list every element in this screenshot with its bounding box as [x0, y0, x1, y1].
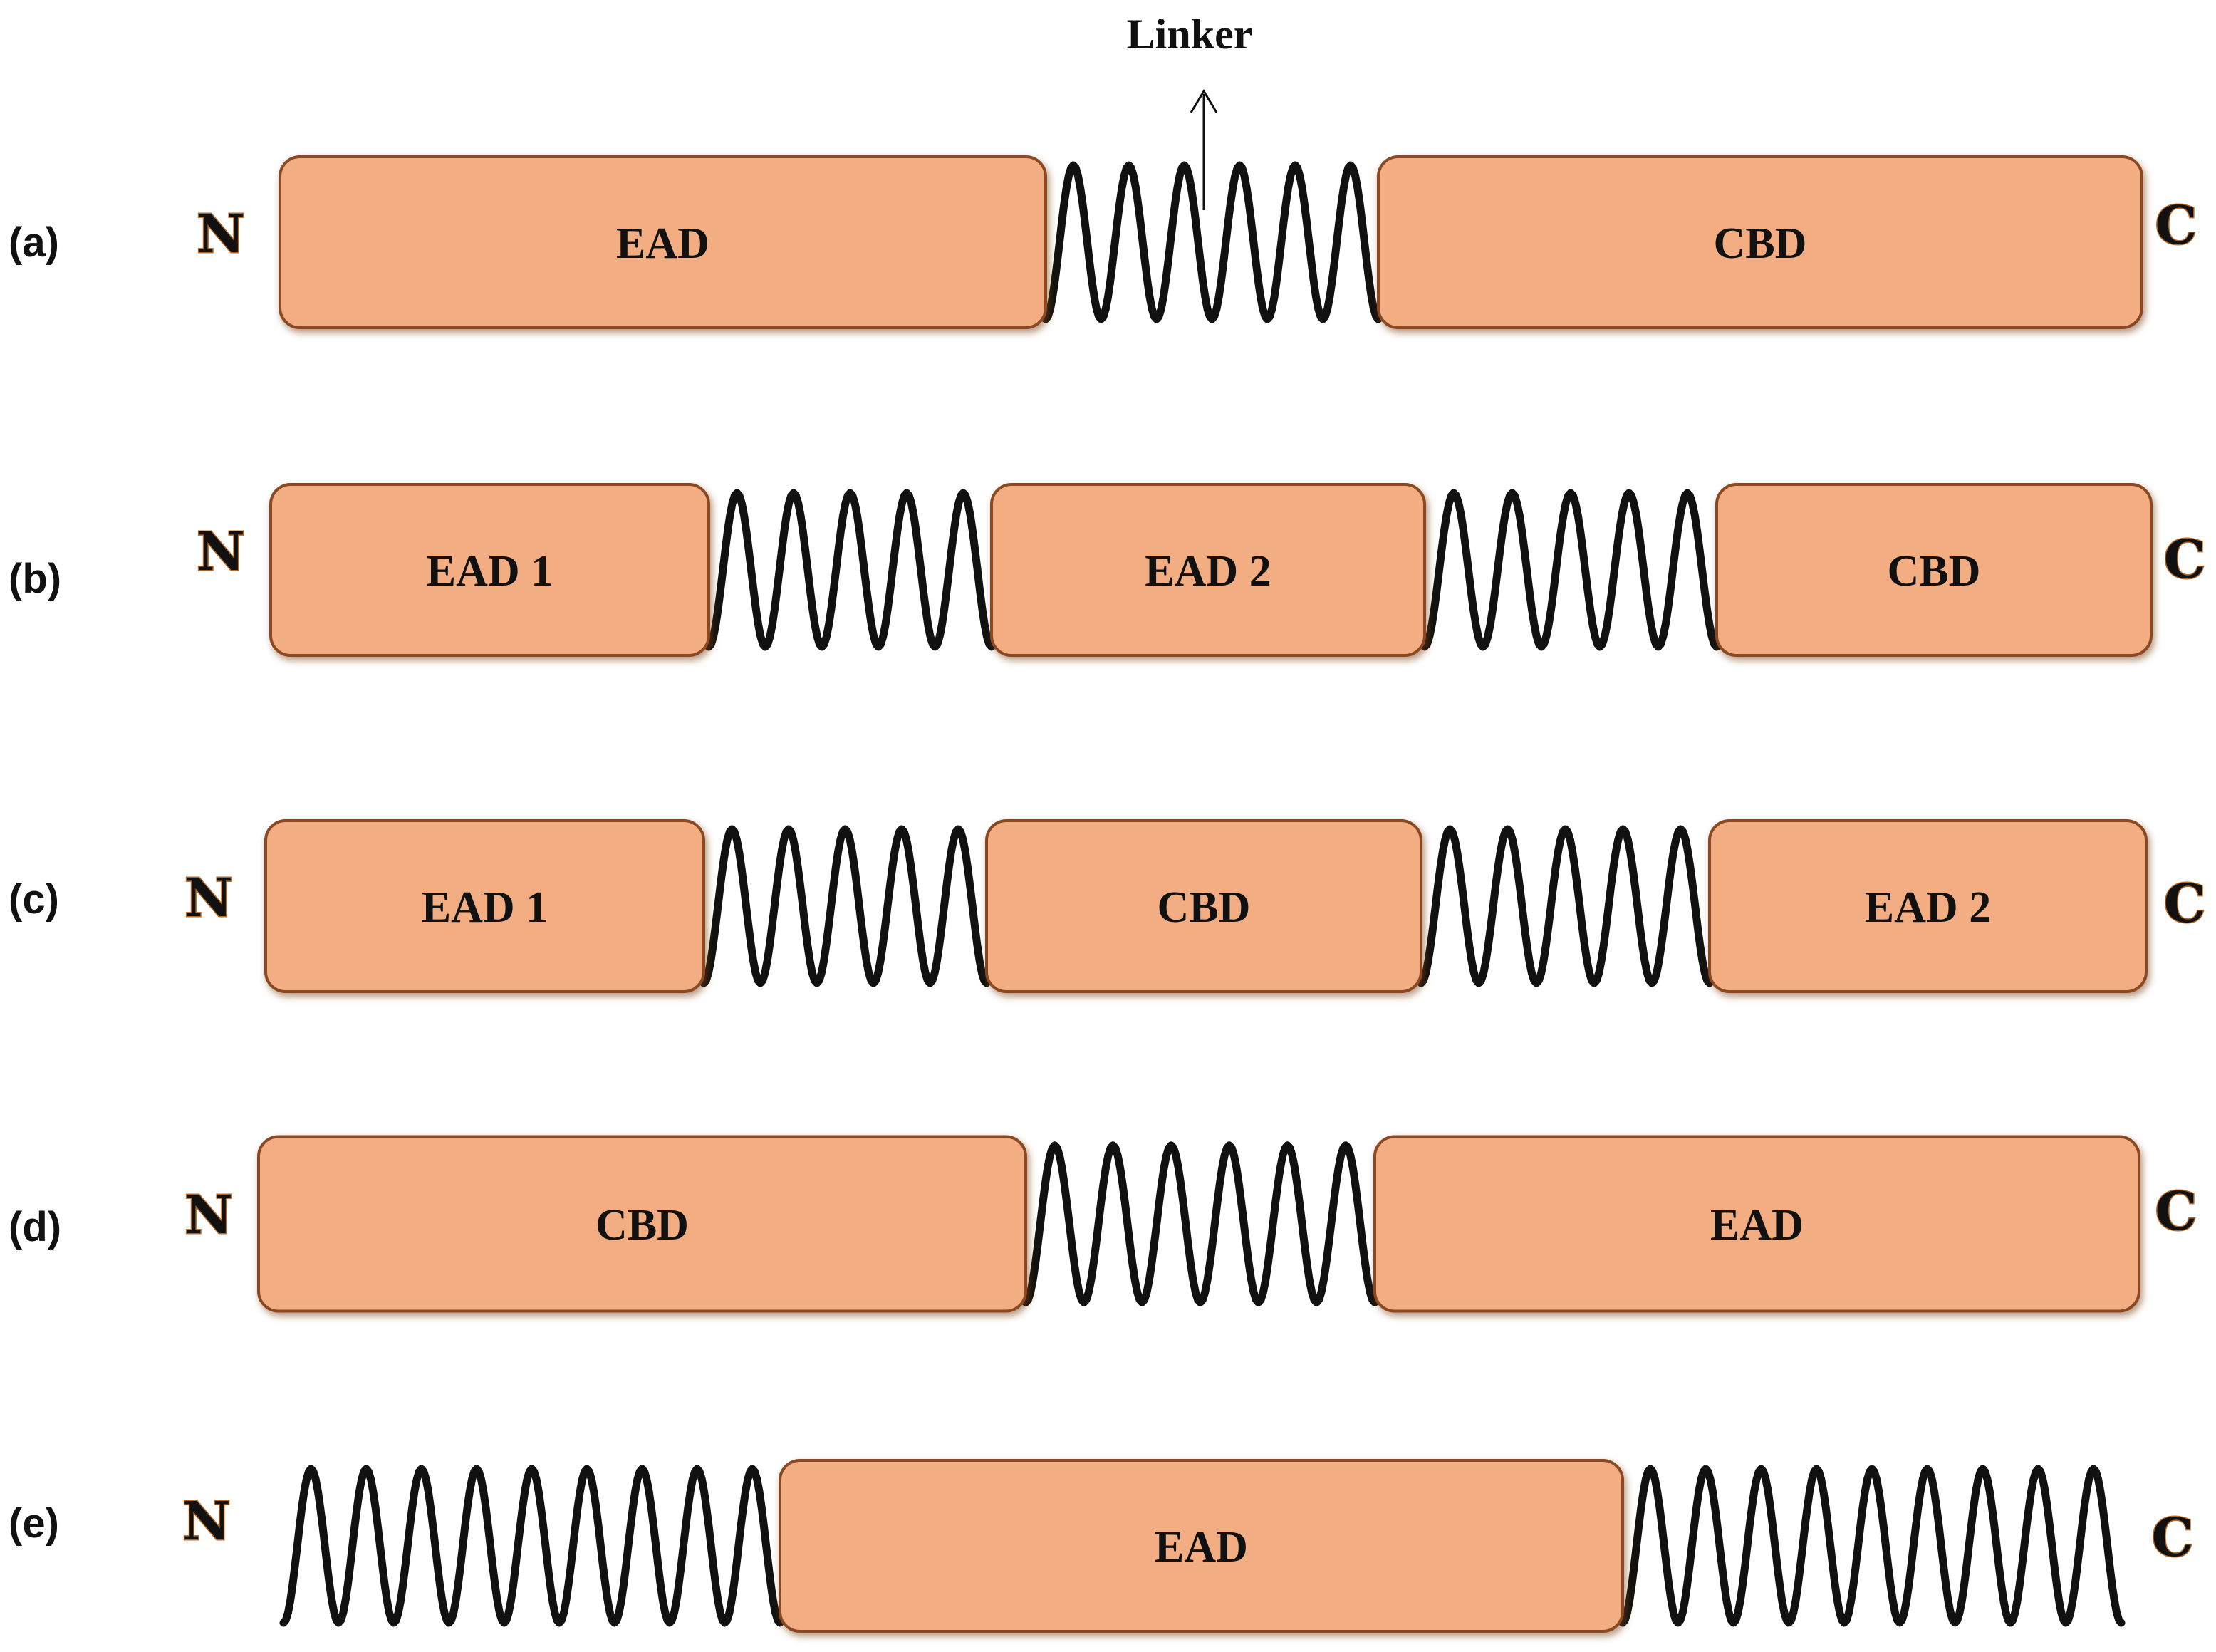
domain-label: CBD [1158, 883, 1251, 932]
domain-label: EAD 1 [427, 547, 553, 596]
linker-spring [704, 489, 996, 651]
domain-box-shape [269, 483, 710, 657]
n-terminus-label: N [197, 521, 245, 583]
domain-box-shape [1377, 155, 2143, 329]
domain-label: EAD 2 [1865, 883, 1991, 932]
construct-row: (d) N C CBD EAD [9, 1135, 2198, 1313]
linker-spring [1041, 161, 1383, 323]
domain-box: EAD 2 [1708, 819, 2148, 993]
rows-layer: (a) N C EAD CBD (b) N C EAD 1 EAD 2 CBD (c) N C EAD 1 C… [9, 155, 2207, 1633]
domain-box-shape [779, 1459, 1624, 1633]
linker-annotation: Linker [1127, 11, 1253, 210]
c-terminus-label: C [2155, 1181, 2197, 1242]
domain-box-shape [990, 483, 1426, 657]
domain-box-shape [1708, 819, 2148, 993]
linker-spring [1021, 1141, 1379, 1306]
linker-annotation-label: Linker [1127, 11, 1253, 58]
construct-row: (e) N C EAD [9, 1459, 2195, 1633]
n-terminus-label: N [184, 1185, 233, 1246]
domain-box-shape [264, 819, 705, 993]
linker-spring [1420, 489, 1721, 651]
domain-label: EAD [1710, 1201, 1804, 1250]
c-terminus-label: C [2164, 529, 2206, 591]
n-terminus-label: N [197, 204, 245, 265]
c-terminus-label: C [2164, 873, 2206, 935]
construct-row: (a) N C EAD CBD [9, 155, 2198, 329]
linker-spring [279, 1465, 784, 1627]
domain-box-shape [257, 1135, 1027, 1313]
row-label: (a) [9, 219, 59, 266]
n-terminus-label: N [184, 868, 233, 929]
domain-box: EAD [279, 155, 1047, 329]
domain-box-shape [1715, 483, 2153, 657]
n-terminus-label: N [182, 1491, 231, 1552]
domain-box: CBD [1715, 483, 2153, 657]
domain-box: CBD [985, 819, 1422, 993]
c-terminus-label: C [2152, 1507, 2194, 1569]
domain-box: EAD 1 [264, 819, 705, 993]
domain-box: EAD [1373, 1135, 2140, 1313]
domain-label: EAD [1155, 1523, 1248, 1572]
domain-label: EAD 2 [1145, 547, 1271, 596]
domain-label: EAD [616, 219, 709, 268]
domain-label: CBD [1888, 547, 1981, 596]
construct-row: (b) N C EAD 1 EAD 2 CBD [9, 483, 2207, 657]
linker-annotation-arrowhead [1190, 89, 1218, 113]
domain-label: CBD [595, 1201, 689, 1250]
domain-box: CBD [257, 1135, 1027, 1313]
domain-box-shape [985, 819, 1422, 993]
domain-box: EAD 1 [269, 483, 710, 657]
domain-box: CBD [1377, 155, 2143, 329]
row-label: (b) [9, 556, 61, 602]
row-label: (d) [9, 1204, 61, 1250]
c-terminus-label: C [2155, 195, 2197, 256]
domain-box-shape [279, 155, 1047, 329]
linker-spring [699, 825, 991, 987]
linker-spring [1417, 825, 1714, 987]
domain-box: EAD 2 [990, 483, 1426, 657]
domain-label: EAD 1 [422, 883, 548, 932]
linker-spring [1618, 1465, 2126, 1627]
domain-box: EAD [779, 1459, 1624, 1633]
row-label: (e) [9, 1500, 59, 1547]
domain-label: CBD [1714, 219, 1807, 268]
row-label: (c) [9, 876, 59, 923]
construct-row: (c) N C EAD 1 CBD EAD 2 [9, 819, 2207, 993]
domain-box-shape [1373, 1135, 2140, 1313]
